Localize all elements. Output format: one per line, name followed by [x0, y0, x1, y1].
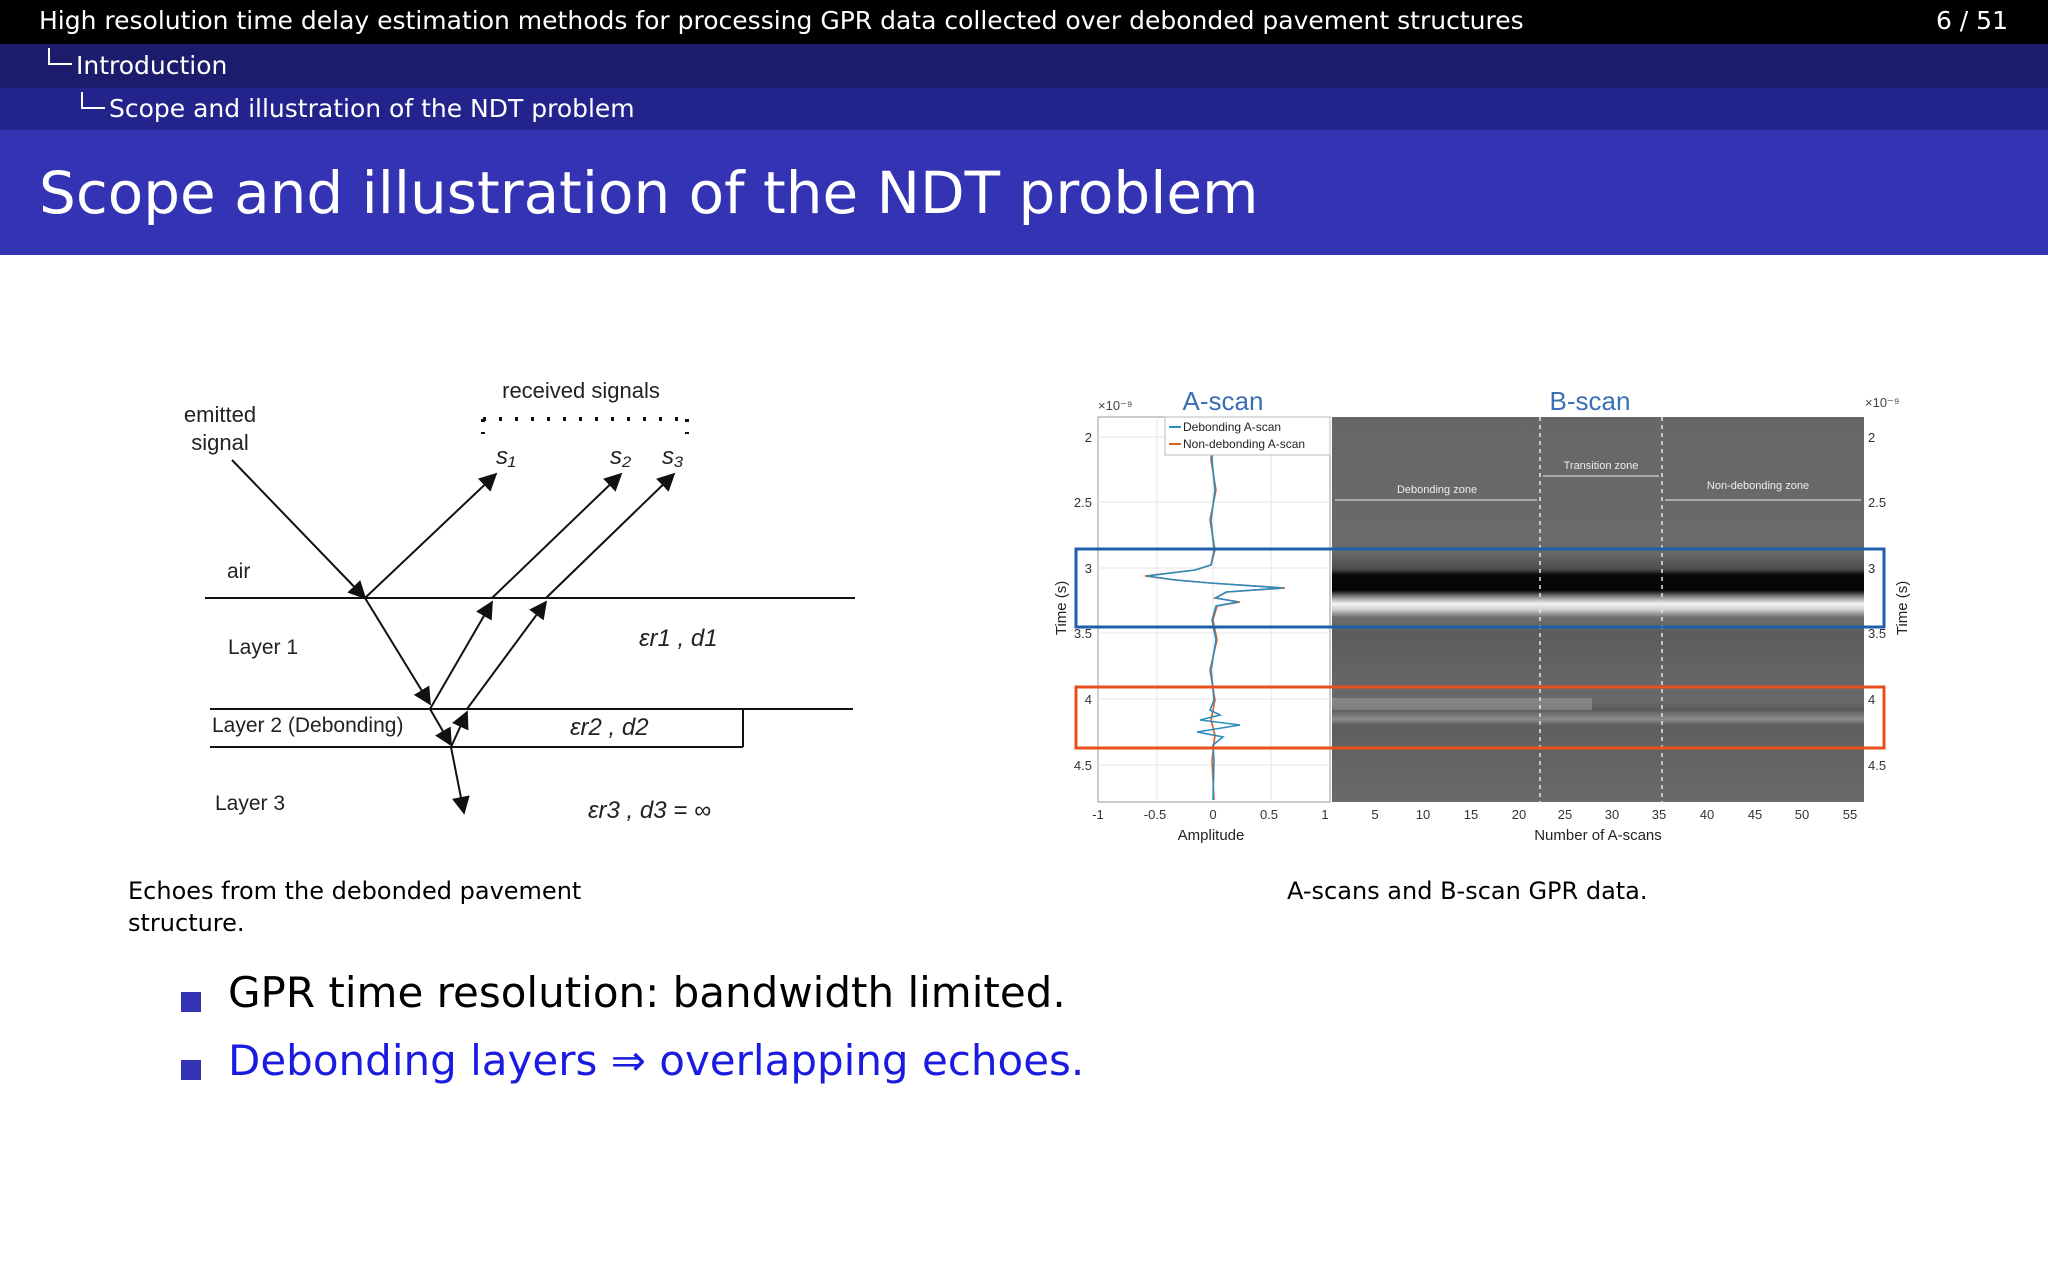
bullet-text-1: GPR time resolution: bandwidth limited. [228, 968, 1066, 1017]
svg-text:3.5: 3.5 [1868, 626, 1886, 641]
bullet-square-icon [181, 1060, 201, 1080]
page-number: 6 / 51 [1935, 6, 2008, 35]
svg-text:3: 3 [1868, 561, 1875, 576]
xlabel-bscan: Number of A-scans [1534, 827, 1662, 844]
scale-note-right: ×10⁻⁹ [1865, 395, 1899, 410]
svg-text:2.5: 2.5 [1074, 495, 1092, 510]
frame-title-bar: Scope and illustration of the NDT proble… [0, 130, 2048, 255]
xlabel-ascan: Amplitude [1178, 827, 1245, 844]
svg-text:2: 2 [1868, 430, 1875, 445]
svg-text:35: 35 [1652, 807, 1666, 822]
svg-text:50: 50 [1795, 807, 1809, 822]
received-signals-label: received signals [502, 378, 660, 403]
bscan-image [1332, 417, 1864, 802]
signal-label-s1: s₁ [496, 443, 516, 470]
emitted-label-2: signal [191, 430, 248, 455]
svg-text:15: 15 [1464, 807, 1478, 822]
svg-text:4: 4 [1085, 692, 1092, 707]
svg-text:0.5: 0.5 [1260, 807, 1278, 822]
param-layer1: εr1 , d1 [639, 625, 718, 652]
right-figure-caption: A-scans and B-scan GPR data. [1287, 877, 1648, 905]
ylabel-right: Time (s) [1894, 581, 1911, 635]
legend-non-debonding: Non-debonding A-scan [1183, 437, 1305, 451]
zone-transition: Transition zone [1564, 460, 1639, 472]
svg-text:40: 40 [1700, 807, 1714, 822]
signal-label-s3: s₃ [662, 443, 684, 470]
x-ticks-ascan: -1 -0.5 0 0.5 1 [1092, 807, 1328, 822]
layer-label-layer3: Layer 3 [215, 792, 285, 815]
gpr-scan-figure: A-scan B-scan ×10⁻⁹ ×10⁻⁹ Debonding A-sc… [1053, 386, 1911, 844]
highlight-box-top [1074, 547, 1886, 629]
ascan-legend [1164, 416, 1331, 456]
svg-text:4: 4 [1868, 692, 1875, 707]
svg-text:20: 20 [1512, 807, 1526, 822]
legend-debonding: Debonding A-scan [1183, 420, 1281, 434]
presentation-title: High resolution time delay estimation me… [39, 6, 1524, 35]
bullet-square-icon [181, 992, 201, 1012]
tree-elbow-icon [81, 92, 105, 109]
bullet-text-2: Debonding layers ⇒ overlapping echoes. [228, 1036, 1085, 1085]
debonding-ascan-trace [1146, 419, 1284, 801]
layer-label-layer2: Layer 2 (Debonding) [212, 714, 403, 737]
left-figure-caption: Echoes from the debonded pavement struct… [128, 877, 582, 937]
svg-text:55: 55 [1843, 807, 1857, 822]
bscan-title: B-scan [1550, 386, 1631, 416]
svg-text:4.5: 4.5 [1074, 758, 1092, 773]
svg-text:3.5: 3.5 [1074, 626, 1092, 641]
svg-text:3: 3 [1085, 561, 1092, 576]
tree-elbow-icon [48, 48, 72, 65]
subsection-name[interactable]: Scope and illustration of the NDT proble… [109, 94, 635, 123]
zone-non-debonding: Non-debonding zone [1707, 480, 1809, 492]
signal-label-s2: s₂ [610, 443, 631, 470]
param-layer2: εr2 , d2 [570, 714, 649, 741]
svg-text:30: 30 [1605, 807, 1619, 822]
svg-text:-0.5: -0.5 [1144, 807, 1166, 822]
svg-text:2: 2 [1085, 430, 1092, 445]
headline-section-bar: Introduction [0, 44, 2048, 88]
svg-text:45: 45 [1748, 807, 1762, 822]
svg-text:1: 1 [1321, 807, 1328, 822]
layer-label-layer1: Layer 1 [228, 636, 298, 659]
y-ticks-left: 2 2.5 3 3.5 4 4.5 [1074, 430, 1092, 773]
ray-paths [231, 459, 676, 815]
zone-debonding: Debonding zone [1397, 484, 1477, 496]
svg-text:4.5: 4.5 [1868, 758, 1886, 773]
param-layer3: εr3 , d3 = ∞ [588, 797, 711, 824]
emitted-label-1: emitted [184, 402, 256, 427]
svg-text:-1: -1 [1092, 807, 1104, 822]
headline-subsection-bar: Scope and illustration of the NDT proble… [0, 88, 2048, 130]
svg-text:0: 0 [1209, 807, 1216, 822]
layer-label-air: air [227, 560, 250, 583]
svg-text:5: 5 [1371, 807, 1378, 822]
highlight-box-bottom [1074, 685, 1886, 750]
x-ticks-bscan: 5 10 15 20 25 30 35 40 45 50 55 [1371, 807, 1857, 822]
frame-title: Scope and illustration of the NDT proble… [39, 159, 1259, 227]
svg-text:25: 25 [1558, 807, 1572, 822]
y-ticks-right: 2 2.5 3 3.5 4 4.5 [1868, 430, 1886, 773]
svg-text:2.5: 2.5 [1868, 495, 1886, 510]
headline-title-bar: High resolution time delay estimation me… [0, 0, 2048, 44]
svg-text:10: 10 [1416, 807, 1430, 822]
ylabel-left: Time (s) [1053, 581, 1070, 635]
ascan-title: A-scan [1183, 386, 1264, 416]
section-name[interactable]: Introduction [76, 51, 228, 80]
scale-note-left: ×10⁻⁹ [1098, 398, 1132, 413]
echo-diagram: emitted signal received signals s₁ s₂ s₃… [184, 378, 855, 824]
